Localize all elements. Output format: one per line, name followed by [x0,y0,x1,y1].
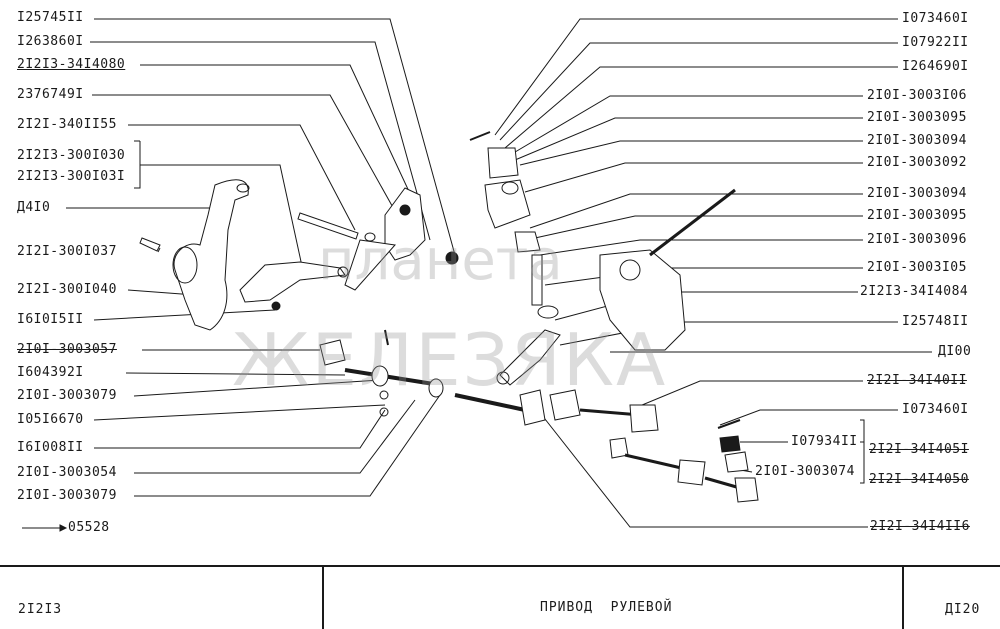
part-label-r13: I25748II [902,314,969,329]
leader-l18 [134,394,441,497]
part-label-l6: 2I2I3-300I030 [17,148,126,163]
part-label-r7: 2I0I-3003092 [867,155,967,170]
leader-l14 [133,379,381,397]
leader-l3 [140,64,421,216]
part-label-r1: I073460I [902,11,969,26]
footer-page: ДI20 [945,602,981,617]
leader-r1 [494,18,898,136]
part-label-l4: 2376749I [17,87,84,102]
leader-r3 [504,66,898,149]
part-label-l2: I263860I [17,34,84,49]
steering-shaft [649,188,736,257]
part-label-r3: I264690I [902,59,969,74]
part-label-r11: 2I0I-3003I05 [867,260,967,275]
part-label-r18: 2I2I-34I405I [869,442,969,457]
part-label-l11: I6I0I5II [17,312,84,327]
leader-r7 [524,162,863,193]
part-label-r2: I07922II [902,35,969,50]
tie-rod-left [344,368,441,387]
pendulum-shaft [531,254,543,306]
right-bracket [860,419,865,484]
leader-r5 [514,117,863,161]
left-bracket [134,141,141,189]
part-label-r9: 2I0I-3003095 [867,208,967,223]
leader-l4 [92,94,401,221]
footer-model: 2I2I3 [18,602,63,617]
pendulum-bracket [484,179,531,229]
part-label-l5: 2I2I-340II55 [17,117,117,132]
long-bolt [297,212,359,240]
leader-r12 [554,291,858,321]
leader-r9 [534,215,863,239]
part-label-r14: ДI00 [938,344,972,359]
part-label-r19: 2I0I-3003074 [755,464,855,479]
part-label-l15: I05I6670 [17,412,84,427]
watermark-line2: ЖЕЛЕЗЯКА [232,318,668,402]
leader-l5 [128,124,356,231]
leader-r2 [499,42,898,141]
bolt [139,237,161,252]
part-label-r12: 2I2I3-34I4084 [860,284,969,299]
steering-arm [239,261,346,303]
part-label-l14: 2I0I-3003079 [17,388,117,403]
part-label-r10: 2I0I-3003096 [867,232,967,247]
leader-r11 [544,267,863,286]
part-label-l12: 2I0I-3003057 [17,342,117,357]
part-label-l3: 2I2I3-34I4080 [17,57,126,72]
tie-rod-center [454,393,526,412]
part-label-l13: I604392I [17,365,84,380]
part-label-r8: 2I0I-3003094 [867,186,967,201]
part-label-l16: I6I008II [17,440,84,455]
part-label-r17: I07934II [791,434,858,449]
footer-title: ПРИВОД РУЛЕВОЙ [540,600,673,615]
leader-l9 [157,247,161,253]
part-label-r6: 2I0I-3003094 [867,133,967,148]
leader-r10 [539,239,863,256]
leader-r8 [529,193,863,229]
pendulum-arm [499,329,561,386]
leader-r6 [519,140,863,166]
part-label-l10: 2I2I-300I040 [17,282,117,297]
leader-r15 [629,380,863,411]
leader-r4 [509,95,863,156]
leader-l1 [94,18,456,256]
part-label-r4: 2I0I-3003I06 [867,88,967,103]
leader-l15 [93,404,386,421]
leader-r16 [719,409,898,426]
part-label-l9: 2I2I-300I037 [17,244,117,259]
part-label-l1: I25745II [17,10,84,25]
leader-r21 [529,399,868,528]
leader-l2 [90,41,431,241]
part-label-r5: 2I0I-3003095 [867,110,967,125]
part-label-r16: I073460I [902,402,969,417]
part-label-l17: 2I0I-3003054 [17,465,117,480]
steering-knuckle [173,179,249,331]
part-label-l8: Д4I0 [17,200,51,215]
part-label-r21: 2I2I-34I4II6 [870,519,970,534]
leader-l6 [140,164,306,281]
leader-l13 [125,372,346,376]
leader-l17 [134,399,416,474]
part-label-r20: 2I2I-34I4050 [869,472,969,487]
part-label-l7: 2I2I3-300I03I [17,169,126,184]
leader-l11 [93,309,276,321]
part-label-l19: 05528 [68,520,110,535]
part-label-l18: 2I0I-3003079 [17,488,117,503]
tie-rod-end-left [319,339,346,366]
watermark-line1: планета [318,228,563,293]
part-label-r15: 2I2I-34I40II [867,373,967,388]
bushing-stack [487,147,519,179]
